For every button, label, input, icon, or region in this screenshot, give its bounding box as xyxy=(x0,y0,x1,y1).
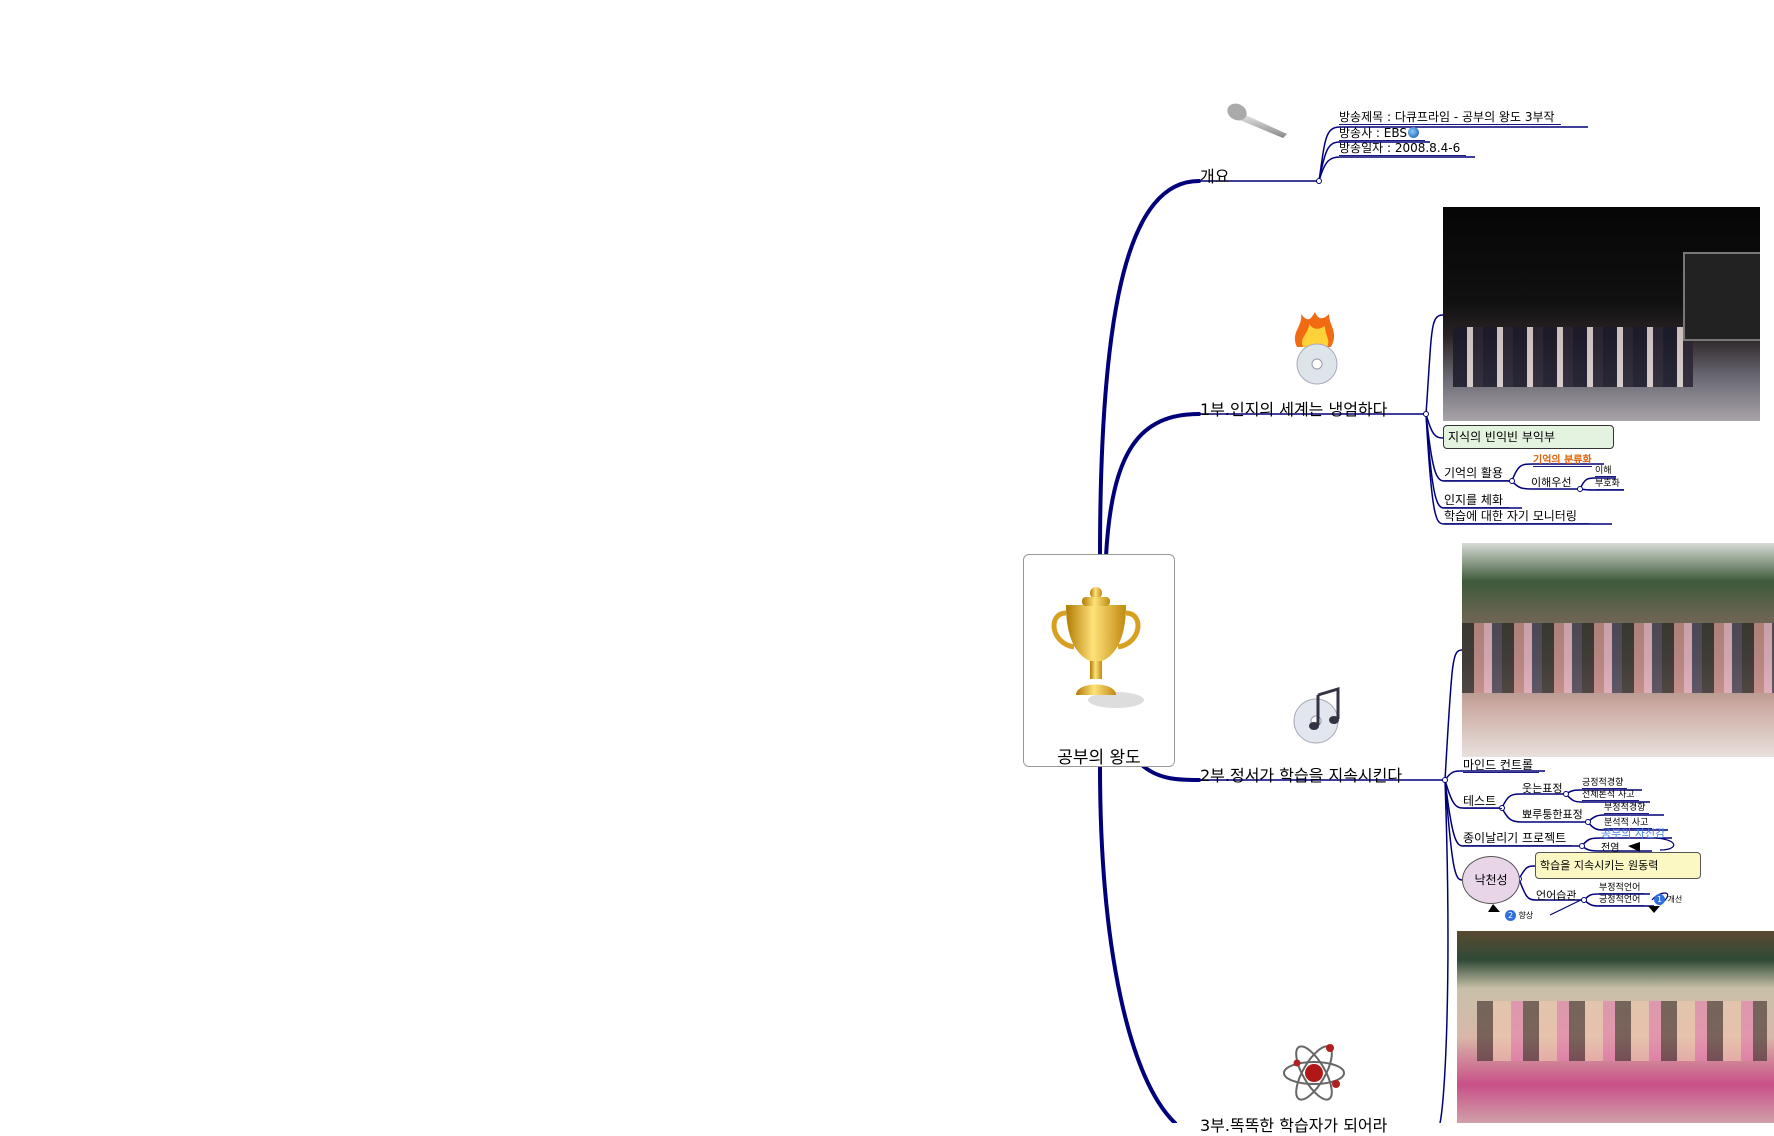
positive-language[interactable]: 긍정적언어 xyxy=(1599,895,1645,906)
optimism-label: 낙천성 xyxy=(1474,873,1508,887)
understand-first[interactable]: 이해우선 xyxy=(1531,476,1572,489)
broadcaster-text: 방송사 : EBS xyxy=(1339,126,1408,140)
central-label: 공부의 왕도 xyxy=(1057,748,1141,768)
overview-broadcaster[interactable]: 방송사 : EBS xyxy=(1339,126,1426,141)
badge-1: 1 xyxy=(1654,894,1665,905)
microphone-icon xyxy=(1227,103,1287,138)
mind-control[interactable]: 마인드 컨트롤 xyxy=(1463,758,1540,773)
encoding[interactable]: 부호화 xyxy=(1595,479,1624,490)
branch-overview[interactable]: 개요 xyxy=(1200,167,1230,186)
smile-expression[interactable]: 웃는표정 xyxy=(1522,782,1563,795)
relationship-enhance[interactable]: 2 향상 xyxy=(1505,910,1533,921)
atom-icon xyxy=(1283,1044,1345,1101)
branch-part1[interactable]: 1부.인지의 세계는 냉엄하다 xyxy=(1200,400,1388,419)
memory-classify[interactable]: 기억의 분류화 xyxy=(1533,451,1592,467)
globe-icon xyxy=(1408,127,1420,138)
branch-line-part2 xyxy=(1141,764,1201,782)
self-monitoring[interactable]: 학습에 대한 자기 모니터링 xyxy=(1444,509,1589,524)
burning-cd-icon xyxy=(1294,312,1338,385)
holistic-thinking[interactable]: 전체론적 사고 xyxy=(1582,790,1639,801)
callout-knowledge-gap[interactable]: 지식의 빈익빈 부익부 xyxy=(1443,425,1614,449)
relationship-improve[interactable]: 1 개선 xyxy=(1654,894,1682,905)
pout-expression[interactable]: 뾰루퉁한표정 xyxy=(1522,808,1583,821)
overview-date[interactable]: 방송일자 : 2008.8.4-6 xyxy=(1339,141,1467,156)
optimism-node[interactable]: 낙천성 xyxy=(1462,856,1520,904)
central-node[interactable]: 공부의 왕도 xyxy=(1023,554,1175,768)
classroom-photo xyxy=(1462,543,1774,757)
stage-students-photo xyxy=(1443,207,1760,421)
test[interactable]: 테스트 xyxy=(1463,794,1503,809)
branch-line-part3 xyxy=(1098,764,1177,1123)
study-confidence[interactable]: 공부의 자신감 xyxy=(1601,827,1666,840)
analytic-thinking[interactable]: 분석적 사고 xyxy=(1604,818,1653,829)
callout-motivation[interactable]: 학습을 지속시키는 원동력 xyxy=(1535,852,1701,879)
negative-language[interactable]: 부정적언어 xyxy=(1599,883,1645,894)
overview-title[interactable]: 방송제목 : 다큐프라임 - 공부의 왕도 3부작 xyxy=(1339,110,1561,125)
contagion[interactable]: 전염 xyxy=(1601,843,1620,854)
negative-tendency[interactable]: 부정적경향 xyxy=(1604,803,1650,814)
enhance-label: 향상 xyxy=(1518,911,1534,920)
branch-part3[interactable]: 3부.똑똑한 학습자가 되어라 xyxy=(1200,1116,1388,1135)
paper-project[interactable]: 종이날리기 프로젝트 xyxy=(1463,831,1573,846)
branch-line-overview xyxy=(1098,179,1201,558)
badge-2: 2 xyxy=(1505,910,1516,921)
positive-tendency[interactable]: 긍정적경향 xyxy=(1582,778,1628,789)
branch-line-part1 xyxy=(1104,412,1201,558)
language-habit[interactable]: 언어습관 xyxy=(1536,889,1577,902)
memory-use[interactable]: 기억의 활용 xyxy=(1444,466,1510,481)
branch-part2[interactable]: 2부.정서가 학습을 지속시킨다 xyxy=(1200,766,1403,785)
understand-child[interactable]: 이해 xyxy=(1595,466,1616,477)
improve-label: 개선 xyxy=(1667,895,1683,904)
students-photo xyxy=(1457,931,1774,1123)
music-cd-icon xyxy=(1293,686,1340,744)
trophy-icon xyxy=(1051,587,1144,708)
embody-cognition[interactable]: 인지를 체화 xyxy=(1444,493,1510,508)
